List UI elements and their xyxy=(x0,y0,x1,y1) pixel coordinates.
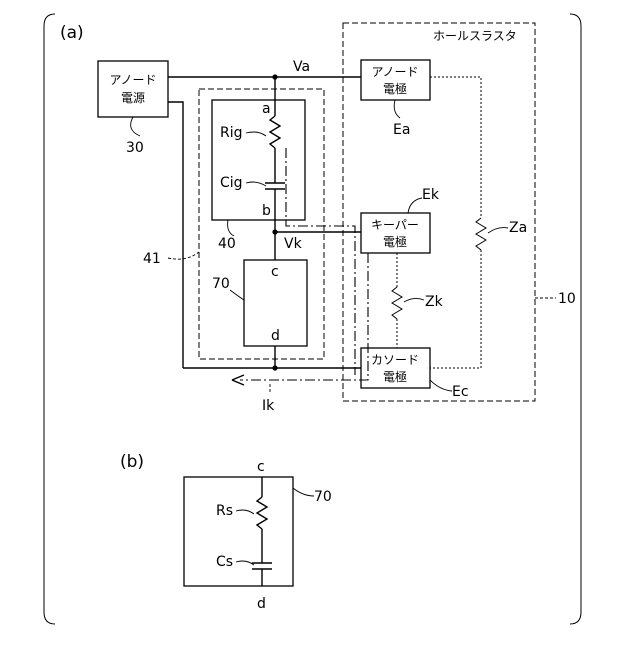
ref-ek-leader xyxy=(408,198,422,213)
anode-electrode-line2: 電極 xyxy=(383,81,407,96)
label-rig: Rig xyxy=(220,125,243,141)
panel-b-label: (b) xyxy=(120,452,144,472)
zk-leader xyxy=(404,298,424,302)
za-leader xyxy=(488,228,508,233)
cathode-electrode-line1: カソード xyxy=(371,353,419,367)
ref-70-b-leader xyxy=(293,488,314,496)
label-ik: Ik xyxy=(262,398,275,414)
label-cig: Cig xyxy=(220,175,243,191)
node-c-label-a: c xyxy=(271,264,279,280)
label-za: Za xyxy=(509,220,527,236)
resistor-zk xyxy=(392,287,402,319)
ref-40-leader xyxy=(228,220,234,236)
cathode-electrode-line2: 電極 xyxy=(383,369,407,384)
ref-30: 30 xyxy=(126,140,144,156)
ref-ea: Ea xyxy=(393,122,410,138)
box-40 xyxy=(212,100,305,220)
label-vk: Vk xyxy=(284,236,303,252)
label-zk: Zk xyxy=(425,294,444,310)
ref-ec: Ec xyxy=(452,384,469,400)
ref-70-a: 70 xyxy=(212,276,230,292)
ref-70-a-leader xyxy=(230,290,244,300)
label-cs: Cs xyxy=(216,554,233,570)
right-bracket xyxy=(570,14,581,624)
ref-30-leader xyxy=(131,117,140,136)
ref-41: 41 xyxy=(143,251,161,267)
ref-70-b: 70 xyxy=(314,489,332,505)
keeper-electrode-line2: 電極 xyxy=(383,234,407,249)
label-va: Va xyxy=(293,59,310,75)
ref-ec-leader xyxy=(430,380,452,391)
node-d-label-a: d xyxy=(271,328,280,344)
anode-supply-line1: アノード xyxy=(110,73,157,87)
resistor-za xyxy=(476,218,486,250)
ref-ek: Ek xyxy=(422,187,440,203)
anode-supply-line2: 電源 xyxy=(121,91,145,105)
keeper-electrode-line1: キーパー xyxy=(371,218,419,232)
left-bracket xyxy=(44,14,55,624)
ref-ea-leader xyxy=(394,100,400,118)
panel-a-label: (a) xyxy=(60,23,84,43)
ref-10: 10 xyxy=(558,291,576,307)
box-70-b xyxy=(184,477,293,586)
ref-40: 40 xyxy=(218,236,236,252)
hall-thruster-label: ホールスラスタ xyxy=(433,29,517,43)
node-d-label-b: d xyxy=(257,596,266,612)
wire-return xyxy=(168,102,183,368)
anode-electrode-line1: アノード xyxy=(372,65,419,79)
node-c-label-b: c xyxy=(257,459,265,475)
node-a-label: a xyxy=(262,101,271,117)
anode-supply-box xyxy=(98,61,168,117)
node-b-label: b xyxy=(262,203,271,219)
label-rs: Rs xyxy=(216,503,233,519)
